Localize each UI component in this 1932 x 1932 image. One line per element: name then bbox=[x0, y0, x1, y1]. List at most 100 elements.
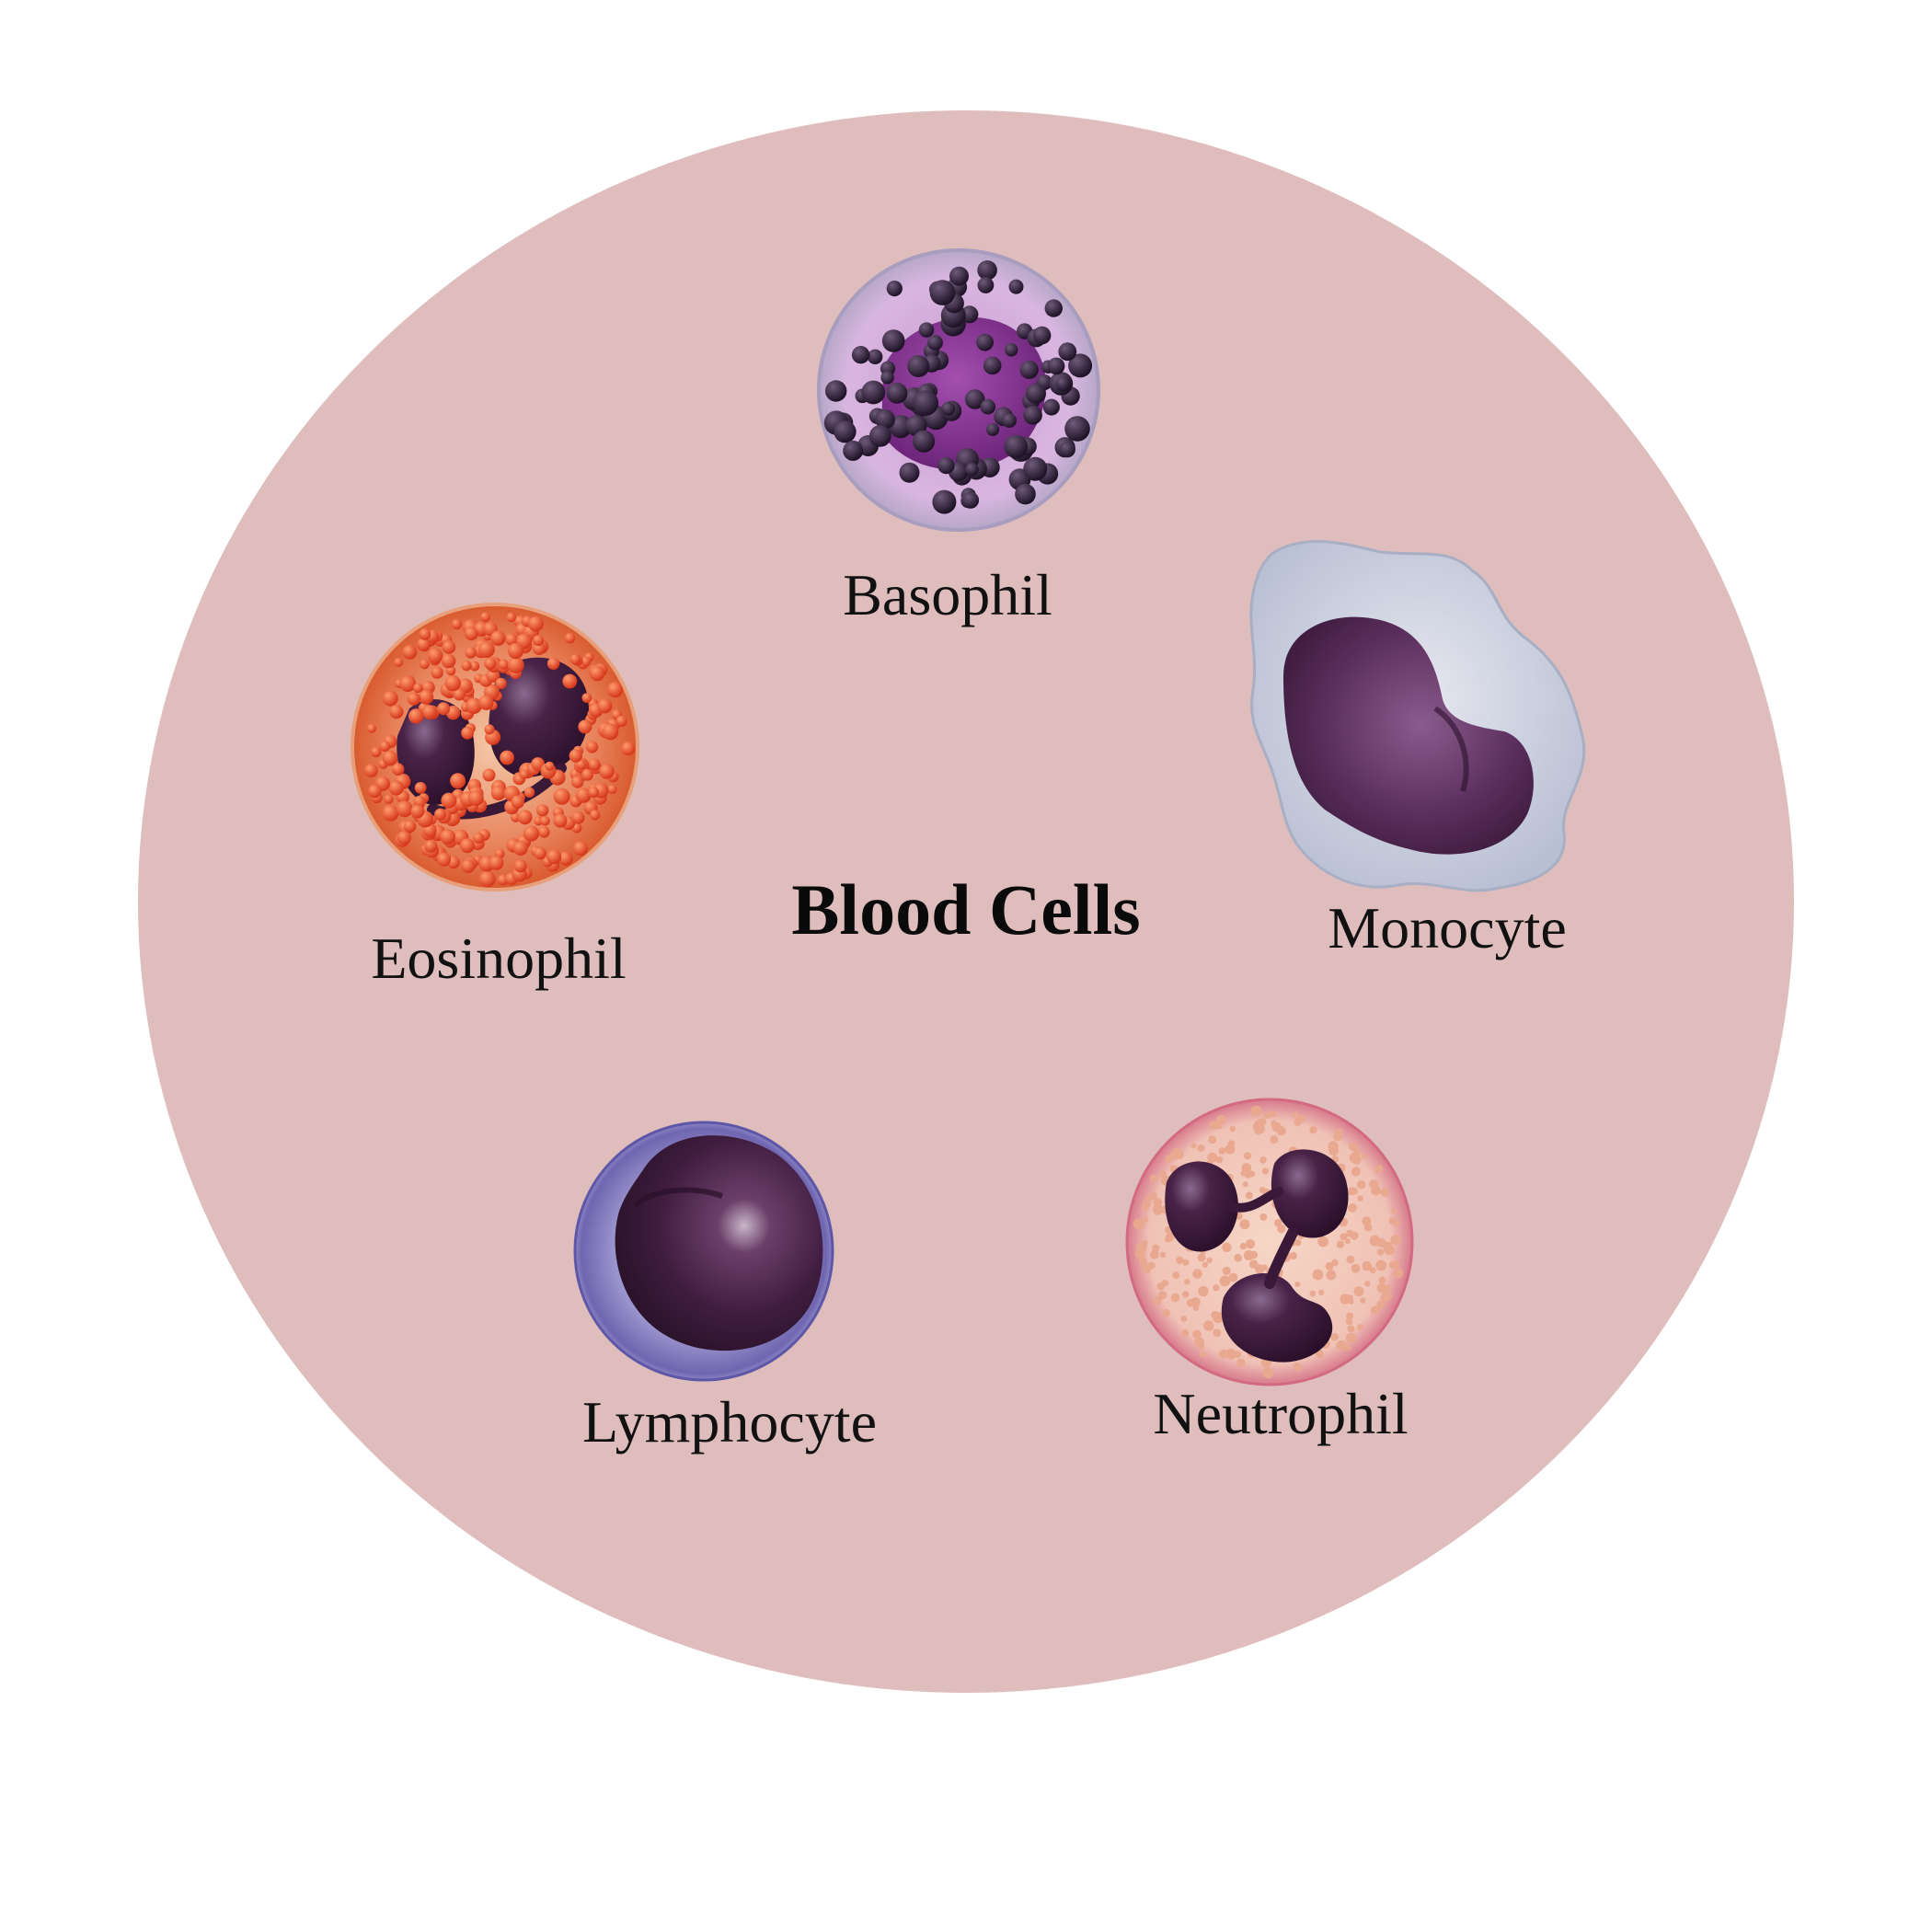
granule bbox=[1239, 1219, 1250, 1230]
granule bbox=[1352, 1167, 1361, 1175]
granule bbox=[1381, 1291, 1392, 1302]
granule bbox=[507, 642, 524, 660]
granule bbox=[1068, 353, 1093, 378]
granule bbox=[368, 784, 382, 799]
granule bbox=[977, 260, 997, 281]
granule bbox=[918, 322, 935, 338]
granule bbox=[851, 346, 870, 364]
granule bbox=[825, 380, 847, 402]
granule bbox=[1044, 299, 1064, 317]
granule bbox=[1215, 1156, 1224, 1164]
granule bbox=[1002, 413, 1017, 428]
granule bbox=[1159, 1251, 1167, 1259]
granule bbox=[461, 726, 474, 740]
granule bbox=[1384, 1284, 1391, 1292]
granule bbox=[1181, 1328, 1190, 1337]
granule bbox=[1170, 1293, 1180, 1303]
granule bbox=[478, 870, 496, 888]
granule bbox=[1353, 1148, 1362, 1156]
granule bbox=[1149, 1249, 1159, 1259]
granule bbox=[558, 851, 573, 866]
granule bbox=[523, 787, 535, 798]
granule bbox=[1141, 1263, 1152, 1274]
basophil-granules bbox=[823, 260, 1093, 514]
granule bbox=[1055, 376, 1071, 392]
granule bbox=[1004, 434, 1029, 459]
granule bbox=[965, 463, 979, 477]
granule bbox=[1218, 1349, 1228, 1359]
granule bbox=[1391, 1208, 1397, 1214]
granule bbox=[382, 804, 399, 822]
granule bbox=[964, 389, 985, 409]
granule bbox=[571, 811, 585, 824]
granule bbox=[1207, 1152, 1218, 1163]
granule bbox=[983, 356, 1002, 375]
granule bbox=[1182, 1259, 1190, 1266]
cell-label-eosinophil: Eosinophil bbox=[371, 926, 626, 991]
granule bbox=[586, 741, 599, 753]
granule bbox=[1326, 1270, 1337, 1281]
granule bbox=[1158, 1291, 1167, 1300]
granule bbox=[1194, 1337, 1204, 1348]
granule bbox=[519, 769, 530, 779]
granule bbox=[1152, 1244, 1160, 1252]
granule bbox=[571, 776, 584, 788]
granule bbox=[427, 648, 443, 664]
granule bbox=[875, 409, 895, 430]
granule bbox=[1180, 1316, 1188, 1322]
eosinophil-granules bbox=[364, 612, 636, 888]
granule bbox=[1346, 1229, 1353, 1237]
granule bbox=[1008, 279, 1024, 294]
neutrophil-cell bbox=[1125, 1098, 1414, 1386]
granule bbox=[1330, 1332, 1339, 1341]
granule bbox=[1250, 1105, 1262, 1117]
granule bbox=[861, 380, 886, 405]
granule bbox=[927, 335, 943, 351]
granule bbox=[1380, 1188, 1390, 1197]
granule bbox=[1357, 1179, 1366, 1190]
granule bbox=[1294, 1282, 1301, 1287]
granule bbox=[460, 838, 475, 854]
granule bbox=[1293, 1111, 1299, 1118]
granule bbox=[1186, 1298, 1195, 1307]
granule bbox=[1023, 456, 1048, 481]
granule bbox=[1369, 1267, 1376, 1274]
granule bbox=[913, 390, 938, 416]
granule bbox=[1345, 1318, 1353, 1326]
granule bbox=[1351, 1155, 1362, 1165]
granule bbox=[589, 665, 605, 682]
granule bbox=[382, 750, 398, 766]
granule bbox=[489, 856, 504, 870]
granule bbox=[581, 656, 592, 667]
granule bbox=[1353, 1286, 1364, 1297]
granule bbox=[408, 708, 424, 724]
granule bbox=[466, 697, 482, 715]
granule bbox=[413, 683, 423, 694]
granule bbox=[1294, 1363, 1303, 1372]
granule bbox=[1384, 1245, 1396, 1256]
granule bbox=[1390, 1235, 1401, 1246]
granule bbox=[1258, 1118, 1267, 1126]
granule bbox=[578, 719, 592, 734]
granule bbox=[1138, 1257, 1147, 1266]
granule bbox=[868, 425, 891, 447]
granule bbox=[1019, 360, 1039, 379]
granule bbox=[597, 698, 613, 714]
granule bbox=[484, 657, 497, 670]
granule bbox=[1161, 1280, 1169, 1287]
granule bbox=[1058, 342, 1077, 362]
granule bbox=[461, 661, 472, 672]
granule bbox=[500, 750, 514, 765]
granule bbox=[453, 688, 466, 701]
granule bbox=[1259, 1156, 1267, 1164]
lymphocyte-nucleus bbox=[615, 1135, 823, 1351]
granule bbox=[533, 635, 545, 647]
granule bbox=[932, 489, 957, 514]
granule bbox=[1145, 1195, 1152, 1202]
granule bbox=[424, 839, 438, 853]
granule bbox=[473, 832, 485, 844]
granule bbox=[397, 830, 411, 845]
granule bbox=[1309, 1126, 1317, 1134]
granule bbox=[465, 627, 478, 641]
granule bbox=[937, 456, 955, 475]
